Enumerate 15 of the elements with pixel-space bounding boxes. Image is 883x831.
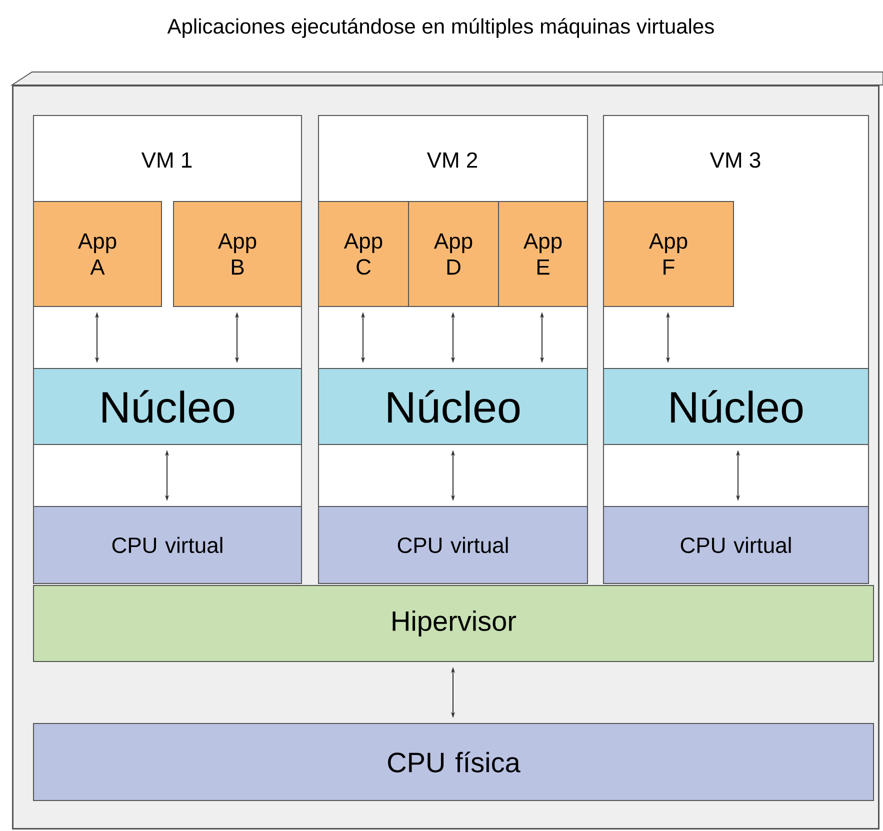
physical-cpu-box: CPU física — [33, 723, 874, 801]
kernel-box: Núcleo — [33, 368, 302, 445]
app-box: App E — [498, 201, 588, 307]
app-box: App B — [173, 201, 302, 307]
virtual-cpu-box: CPU virtual — [318, 506, 588, 584]
app-box: App D — [408, 201, 499, 307]
app-box: App C — [318, 201, 409, 307]
kernel-box: Núcleo — [603, 368, 869, 445]
app-box: App F — [603, 201, 734, 307]
virtual-cpu-box: CPU virtual — [603, 506, 869, 584]
title: Aplicaciones ejecutándose en múltiples máquinas virtuales — [167, 18, 714, 38]
app-box: App A — [33, 201, 162, 307]
hypervisor-box: Hipervisor — [33, 585, 874, 662]
virtual-cpu-box: CPU virtual — [33, 506, 302, 584]
kernel-box: Núcleo — [318, 368, 588, 445]
